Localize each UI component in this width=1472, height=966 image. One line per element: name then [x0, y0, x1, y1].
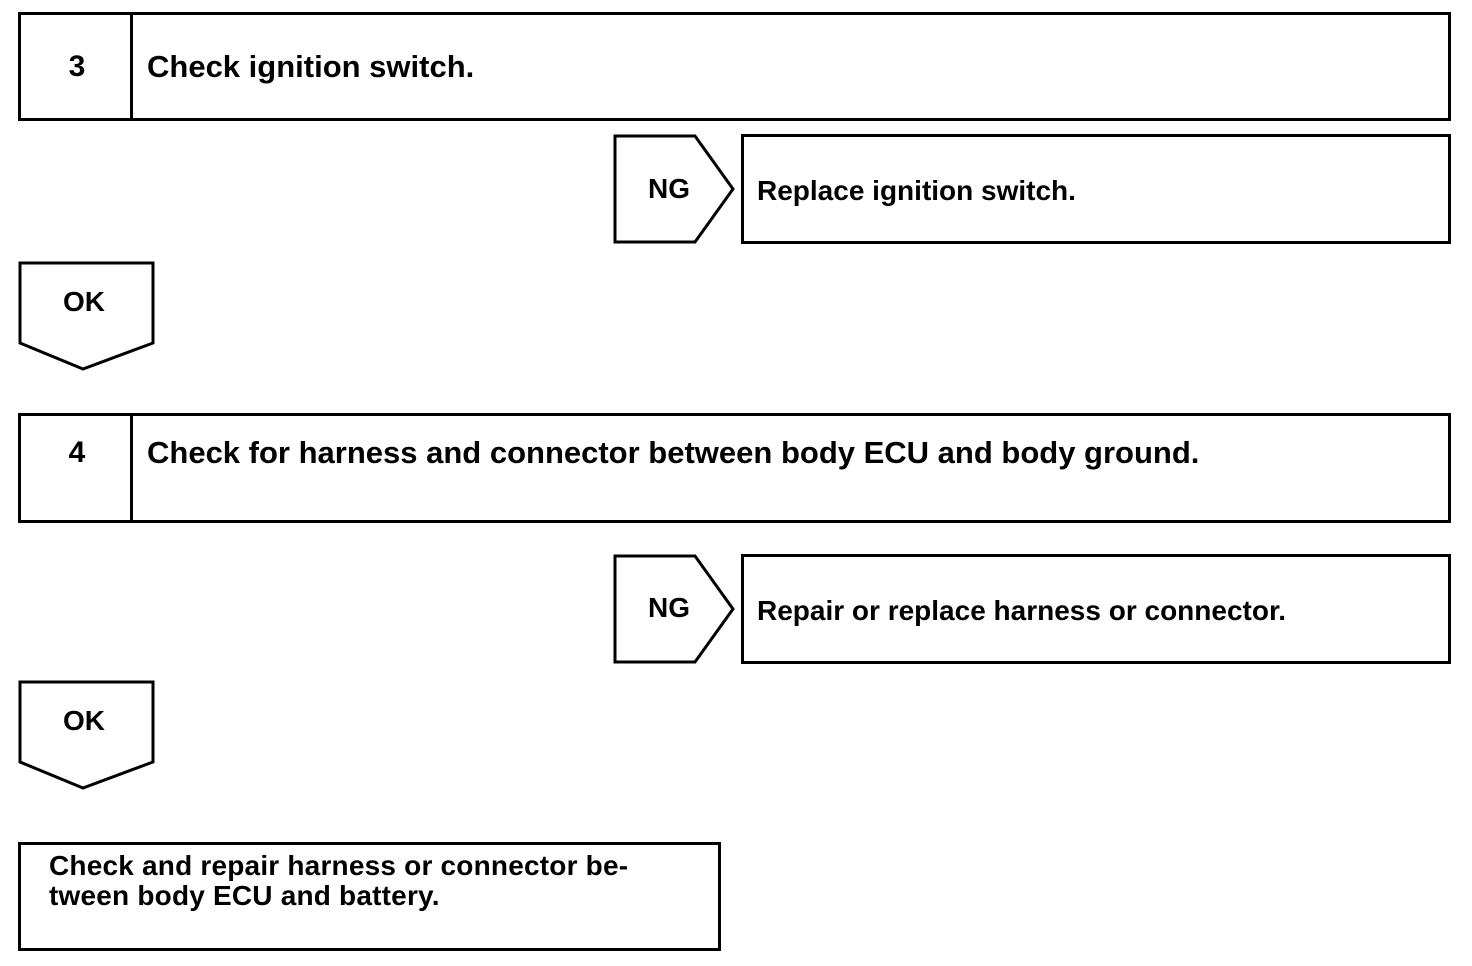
ok-label: OK: [63, 705, 105, 736]
ok-label: OK: [63, 286, 105, 317]
step-3-box: 3 Check ignition switch.: [18, 12, 1451, 121]
ng-action-text: Replace ignition switch.: [757, 175, 1076, 206]
step-text: Check ignition switch.: [147, 49, 475, 84]
step-4-box: 4 Check for harness and connector betwee…: [18, 413, 1451, 523]
ng-action-text: Repair or replace harness or connector.: [757, 595, 1287, 626]
ng-arrow-step-3: [613, 134, 735, 244]
step-text: Check for harness and connector between …: [147, 435, 1200, 470]
ng-arrow-step-4: [613, 554, 735, 664]
final-action-text: Check and repair harness or connector be…: [49, 851, 628, 911]
ng-label: NG: [648, 592, 690, 623]
ng-result-box-step-4: Repair or replace harness or connector.: [741, 554, 1451, 664]
step-number-cell: [21, 416, 133, 520]
step-number: 4: [68, 436, 86, 469]
step-number: 3: [68, 50, 86, 83]
ng-result-box-step-3: Replace ignition switch.: [741, 134, 1451, 244]
ok-arrow-step-3: [18, 261, 155, 371]
final-action-line-2: tween body ECU and battery.: [49, 880, 440, 911]
ng-label: NG: [648, 173, 690, 204]
final-action-line-1: Check and repair harness or connector be…: [49, 850, 629, 881]
ok-arrow-step-4: [18, 680, 155, 790]
step-number-cell: [21, 15, 133, 118]
final-action-box: Check and repair harness or connector be…: [18, 842, 721, 951]
